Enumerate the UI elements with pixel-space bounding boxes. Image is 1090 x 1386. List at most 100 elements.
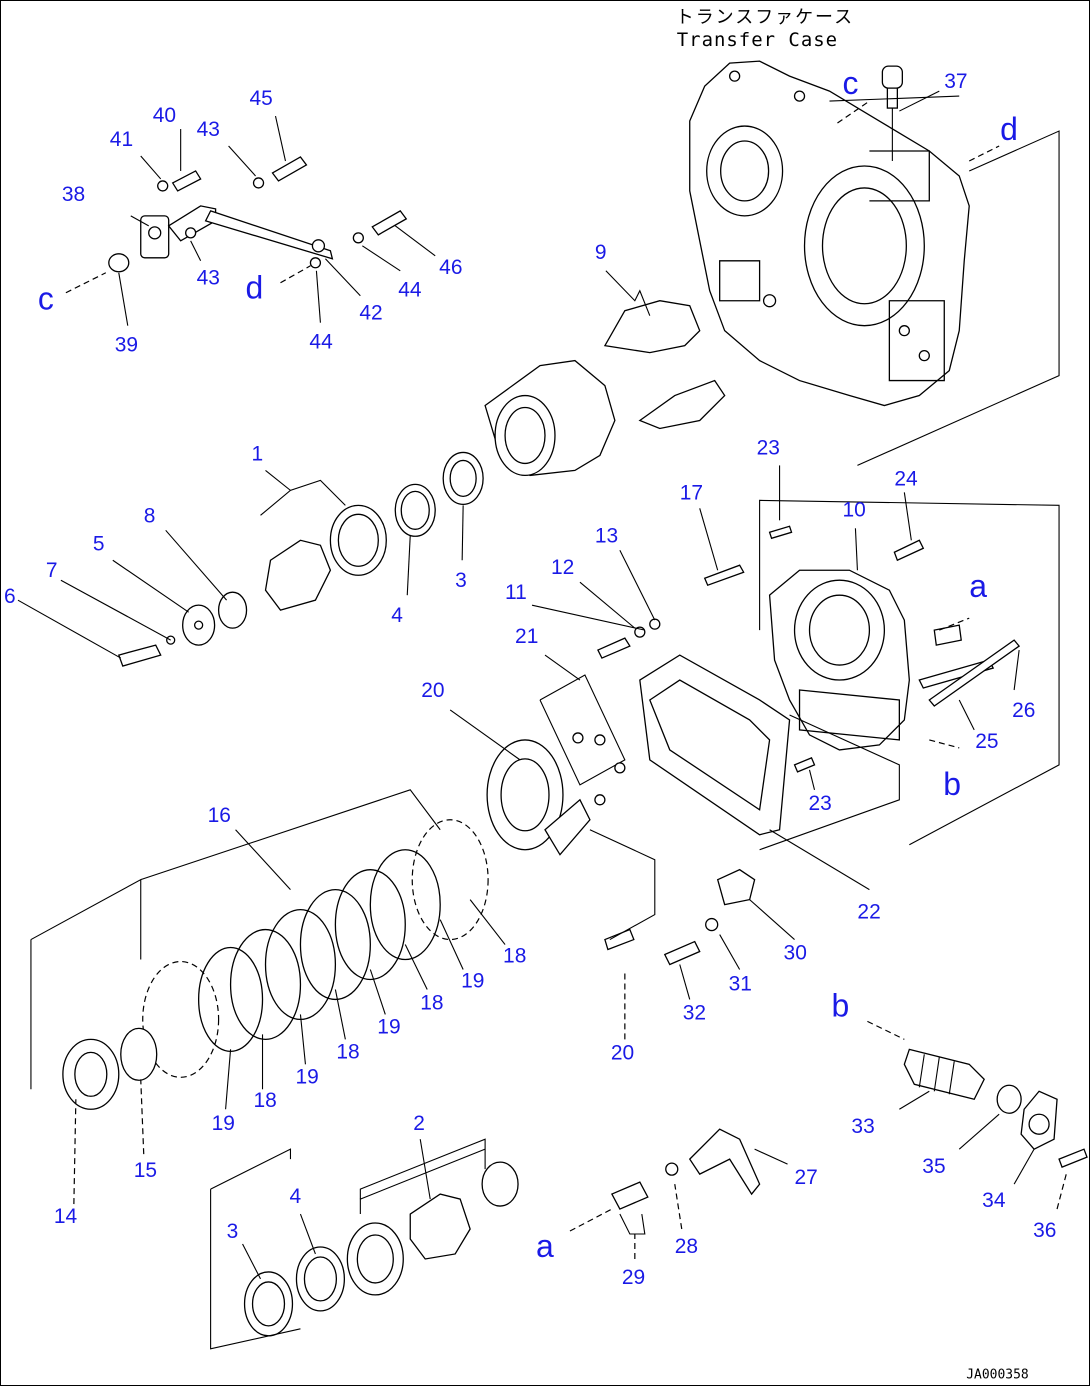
rear-housing-10 [768, 569, 1021, 751]
callout-18-a: 18 [503, 945, 526, 968]
callout-14: 14 [54, 1205, 78, 1228]
snap-ring-4 [394, 483, 436, 537]
callout-23-b: 23 [809, 792, 832, 815]
callout-3-bottom: 3 [227, 1220, 239, 1243]
callout-38: 38 [62, 183, 85, 206]
pin-20b [604, 928, 635, 951]
callout-35: 35 [922, 1155, 945, 1178]
bracket-30 [663, 868, 756, 966]
callout-42: 42 [359, 302, 382, 325]
ref-d-lower: d [246, 270, 264, 306]
callout-31: 31 [729, 972, 752, 995]
leader-lines [17, 90, 1068, 1280]
shaft-33 [903, 1048, 985, 1101]
callout-25: 25 [975, 730, 998, 753]
callout-44-a: 44 [398, 279, 422, 302]
callout-20-b: 20 [611, 1041, 634, 1064]
callout-19-c: 19 [295, 1065, 318, 1088]
callout-12: 12 [551, 556, 574, 579]
callout-9: 9 [595, 241, 607, 264]
callout-18-d: 18 [254, 1089, 277, 1112]
callout-44-b: 44 [309, 331, 333, 354]
callout-11: 11 [505, 581, 527, 604]
clutch-pack [142, 819, 489, 1078]
bottom-coupling-group [243, 1161, 519, 1337]
ref-d-upper: d [1000, 111, 1018, 147]
title-japanese: トランスファケース [676, 7, 854, 28]
title-english: Transfer Case [677, 29, 838, 51]
cover-34 [1020, 1090, 1058, 1150]
callout-7: 7 [46, 559, 58, 582]
gasket-21 [539, 674, 626, 806]
callout-27: 27 [795, 1166, 818, 1189]
callout-33: 33 [851, 1115, 874, 1138]
callout-28: 28 [675, 1235, 698, 1258]
bolt-36 [1058, 1148, 1088, 1168]
coupling-1 [264, 504, 387, 611]
callout-3-top: 3 [455, 569, 467, 592]
callout-5: 5 [93, 532, 105, 555]
ref-b-lower: b [831, 987, 849, 1023]
callout-43-bottom: 43 [197, 267, 220, 290]
reference-arrows [65, 100, 1000, 1232]
callout-8: 8 [144, 504, 156, 527]
callout-29: 29 [622, 1266, 645, 1289]
callout-26: 26 [1012, 699, 1035, 722]
callout-46: 46 [439, 256, 462, 279]
gasket-9 [603, 300, 726, 430]
brake-hub-20 [486, 739, 591, 856]
callout-13: 13 [595, 524, 618, 547]
ref-c-upper: c [842, 65, 858, 101]
callout-19-d: 19 [212, 1112, 235, 1135]
ref-a-lower: a [536, 1228, 554, 1264]
pins-17-23-24 [703, 525, 925, 773]
breather-37 [881, 65, 903, 161]
ref-a-upper: a [969, 568, 987, 604]
callout-24: 24 [894, 467, 918, 490]
callout-43-top: 43 [197, 118, 220, 141]
callout-6: 6 [4, 585, 16, 608]
ring-15 [120, 1027, 158, 1081]
transfer-case-housing [689, 60, 970, 407]
cover-plate-22 [639, 654, 791, 836]
callout-23-a: 23 [757, 436, 780, 459]
callout-37: 37 [944, 70, 967, 93]
callout-4-top: 4 [391, 604, 403, 627]
callout-30: 30 [784, 942, 807, 965]
callout-32: 32 [683, 1001, 706, 1024]
callout-4-bottom: 4 [289, 1185, 301, 1208]
callout-18-b: 18 [420, 991, 443, 1014]
drawing-code: JA000358 [966, 1368, 1028, 1383]
reference-letters: a a b b c c d d [38, 65, 1018, 1264]
callout-34: 34 [982, 1189, 1006, 1212]
ref-b-upper: b [943, 766, 961, 802]
callout-39: 39 [115, 334, 138, 357]
callout-40: 40 [153, 104, 176, 127]
callout-19-b: 19 [377, 1015, 400, 1038]
o-ring-35 [996, 1084, 1022, 1114]
callout-20-a: 20 [421, 679, 444, 702]
callout-36: 36 [1033, 1219, 1056, 1242]
shift-lever-assembly [108, 156, 408, 273]
callout-19-a: 19 [461, 969, 484, 992]
callout-16: 16 [208, 804, 231, 827]
callout-1: 1 [252, 442, 264, 465]
washer-8-5-bolt-6 [117, 591, 248, 667]
ref-c-lower: c [38, 281, 54, 317]
lever-27 [610, 1128, 761, 1210]
seal-3 [442, 451, 484, 505]
callout-2: 2 [413, 1112, 425, 1135]
callout-17: 17 [680, 481, 703, 504]
callout-10: 10 [842, 498, 865, 521]
callout-45: 45 [250, 87, 273, 110]
bolt-11-12-13 [597, 618, 661, 659]
callout-18-c: 18 [336, 1040, 359, 1063]
callout-22: 22 [857, 901, 880, 924]
bearing-housing [484, 359, 616, 477]
callout-21: 21 [515, 625, 538, 648]
callout-15: 15 [134, 1159, 157, 1182]
callout-41: 41 [110, 128, 133, 151]
callout-labels: 1 2 3 3 4 4 5 6 7 8 9 10 11 12 13 14 15 … [4, 70, 1056, 1289]
bearing-14 [62, 1038, 120, 1110]
